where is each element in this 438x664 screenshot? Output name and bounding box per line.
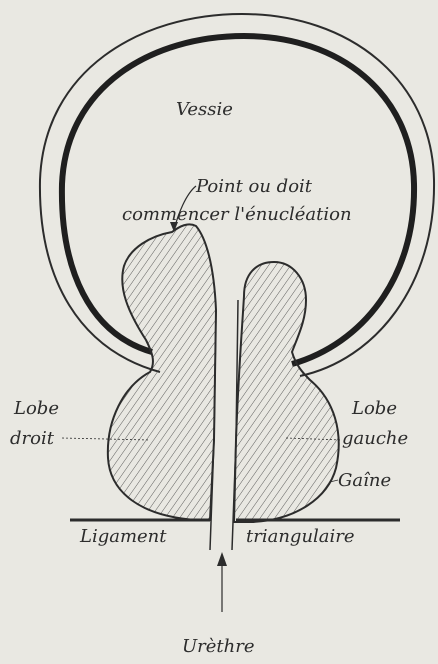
- right-lobe-label-line1: Lobe: [13, 398, 59, 419]
- right-lobe-label-line2: droit: [10, 428, 55, 449]
- enucleation-label-line1: Point ou doit: [195, 176, 313, 197]
- left-lobe-label-line1: Lobe: [351, 398, 397, 419]
- enucleation-label-line2: commencer l'énucléation: [122, 204, 352, 225]
- urethra-label: Urèthre: [182, 636, 255, 657]
- ligament-label-right: triangulaire: [246, 526, 355, 547]
- sheath-label: Gaîne: [338, 470, 391, 491]
- bladder-label: Vessie: [176, 99, 233, 120]
- left-lobe-label-line2: gauche: [342, 428, 408, 449]
- ligament-label-left: Ligament: [79, 526, 167, 547]
